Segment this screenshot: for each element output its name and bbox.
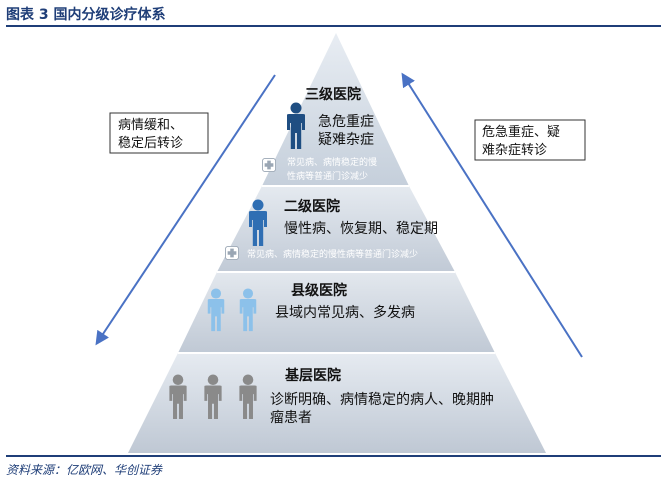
tier-2-note-line1: 常见病、病情稳定的慢性病等普通门诊减少 — [247, 248, 418, 260]
tier-4-band — [128, 353, 546, 453]
tier-primary: 基层医院 诊断明确、病情稳定的病人、晚期肿 瘤患者 — [169, 367, 494, 426]
figure-title: 图表 3 国内分级诊疗体系 — [6, 7, 166, 23]
left-down-arrow — [95, 74, 276, 346]
footer-rule — [6, 455, 661, 457]
tier-4-desc-line2: 瘤患者 — [270, 409, 312, 426]
right-transfer-box: 危急重症、疑 难杂症转诊 — [474, 119, 586, 161]
tier-4-name: 基层医院 — [285, 367, 341, 384]
tier-tertiary: 三级医院 急危重症 疑难杂症 常见病、病情稳定的慢 性病等普通门诊减少 — [262, 86, 377, 182]
right-up-arrow — [401, 72, 583, 358]
tier-1-note-line1: 常见病、病情稳定的慢 — [287, 156, 377, 168]
tier-3-desc-line1: 县域内常见病、多发病 — [275, 304, 415, 321]
tier-1-name: 三级医院 — [305, 86, 361, 103]
tier-county: 县级医院 县域内常见病、多发病 — [207, 282, 415, 332]
tier-4-desc-line1: 诊断明确、病情稳定的病人、晚期肿 — [270, 392, 494, 408]
medical-cross-icon — [225, 246, 239, 260]
tier-3-name: 县级医院 — [291, 282, 347, 299]
tier-1-note-line2: 性病等普通门诊减少 — [287, 170, 368, 182]
tier-3-band — [178, 272, 495, 353]
medical-cross-icon — [262, 158, 276, 172]
tier-1-desc-line2: 疑难杂症 — [318, 132, 374, 148]
source-note: 资料来源：亿欧网、华创证券 — [6, 463, 163, 477]
title-rule — [6, 25, 661, 27]
tier-2-name: 二级医院 — [284, 198, 340, 215]
tier-2-band — [217, 186, 455, 272]
left-box-line1: 病情缓和、 — [118, 118, 183, 133]
tier-1-desc-line1: 急危重症 — [318, 114, 374, 130]
left-transfer-box: 病情缓和、 稳定后转诊 — [109, 112, 209, 154]
left-box-line2: 稳定后转诊 — [118, 135, 183, 151]
right-box-line2: 难杂症转诊 — [482, 143, 547, 158]
tier-2-desc-line1: 慢性病、恢复期、稳定期 — [284, 220, 438, 237]
right-box-line1: 危急重症、疑 — [482, 124, 560, 140]
tier-secondary: 二级医院 慢性病、恢复期、稳定期 常见病、病情稳定的慢性病等普通门诊减少 — [225, 198, 438, 260]
